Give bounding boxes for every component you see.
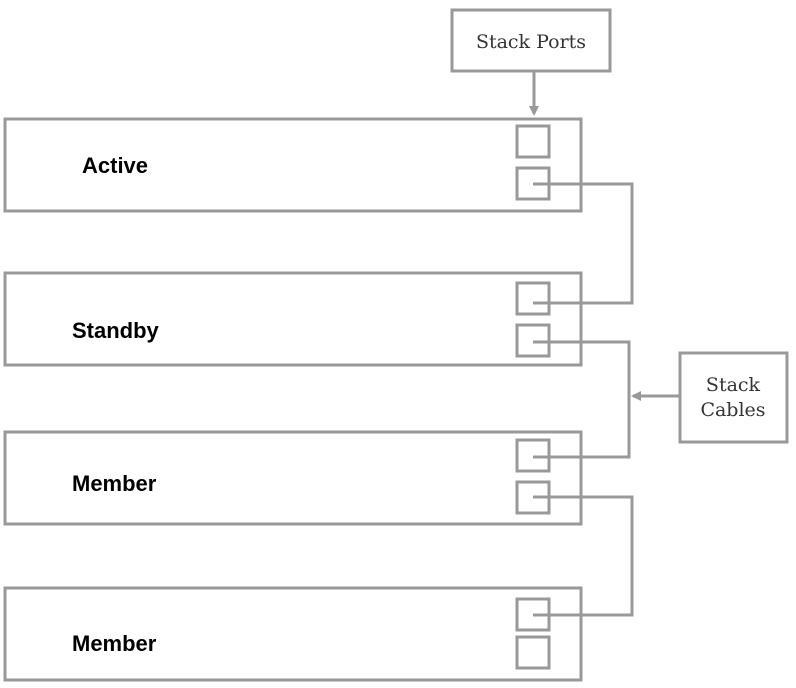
switch-chassis bbox=[3, 586, 583, 682]
stack-cables-box bbox=[678, 351, 789, 444]
switch-chassis bbox=[3, 117, 583, 213]
stack-ports-box bbox=[450, 8, 612, 73]
switch-member-2: Member bbox=[3, 586, 583, 682]
stack-port-1 bbox=[515, 124, 551, 159]
stack-port-1 bbox=[515, 281, 551, 316]
stack-port-2 bbox=[515, 635, 551, 670]
stack-cable-1 bbox=[533, 182, 634, 305]
stack-cable-3 bbox=[533, 495, 634, 617]
stack-ports-label: Stack Ports bbox=[476, 31, 586, 53]
stack-cables-callout: Stack Cables bbox=[631, 351, 789, 444]
stack-cables-label-line2: Cables bbox=[700, 399, 765, 421]
stack-cables-label-line1: Stack bbox=[706, 374, 761, 396]
switch-standby: Standby bbox=[3, 271, 583, 367]
stack-ports-callout: Stack Ports bbox=[450, 8, 612, 116]
stack-cable-2 bbox=[533, 340, 631, 459]
switch-chassis bbox=[3, 430, 583, 526]
switch-chassis bbox=[3, 271, 583, 367]
stack-cables bbox=[533, 182, 634, 617]
switch-role-label: Active bbox=[82, 153, 148, 178]
switch-member-1: Member bbox=[3, 430, 583, 526]
switch-role-label: Member bbox=[72, 471, 157, 496]
switch-role-label: Member bbox=[72, 631, 157, 656]
switch-role-label: Standby bbox=[72, 318, 160, 343]
switch-active: Active bbox=[3, 117, 583, 213]
